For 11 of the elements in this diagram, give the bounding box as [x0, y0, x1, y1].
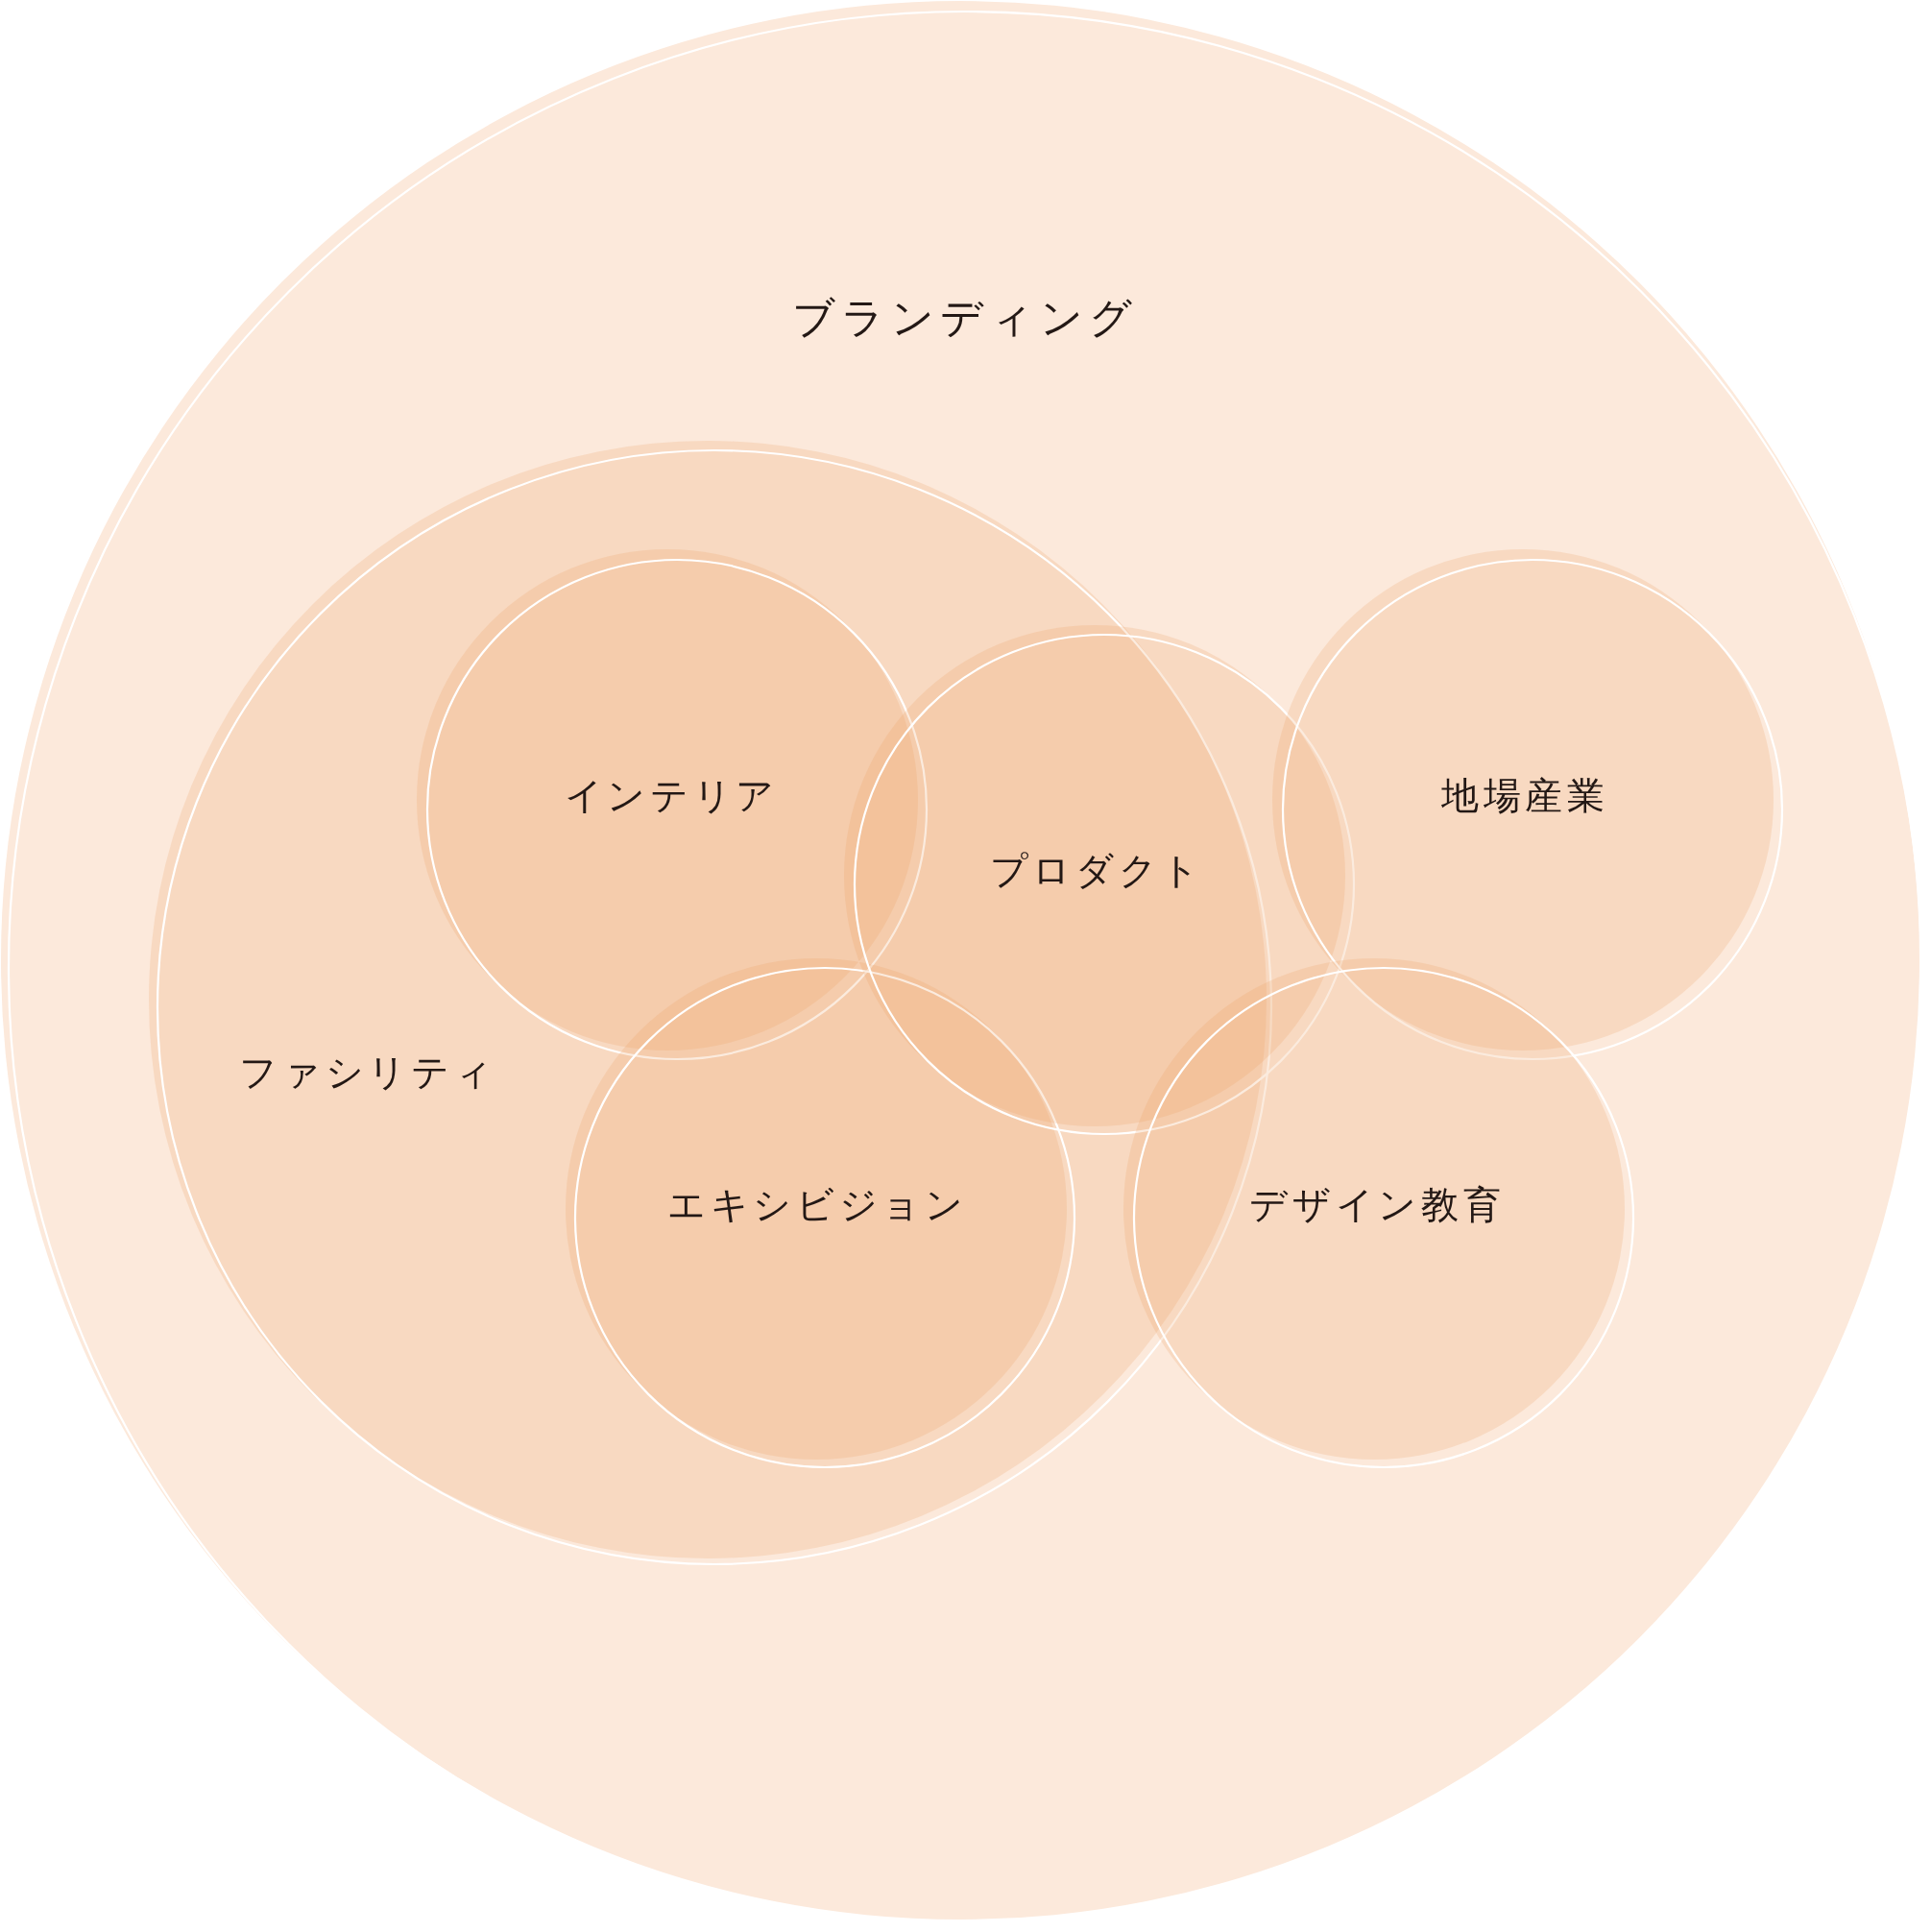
venn-circle: [844, 625, 1358, 1138]
venn-label: エキシビジョン: [665, 1183, 968, 1227]
venn-label: インテリア: [563, 774, 780, 818]
venn-label: 地場産業: [1439, 774, 1609, 818]
venn-circle: [1272, 549, 1786, 1063]
venn-label: プロダクト: [988, 849, 1205, 893]
venn-label: ブランディング: [790, 293, 1139, 343]
venn-circle: [1123, 958, 1637, 1471]
venn-label: ファシリティ: [238, 1051, 497, 1095]
venn-label: デザイン教育: [1248, 1183, 1506, 1227]
venn-circle: [566, 958, 1078, 1471]
